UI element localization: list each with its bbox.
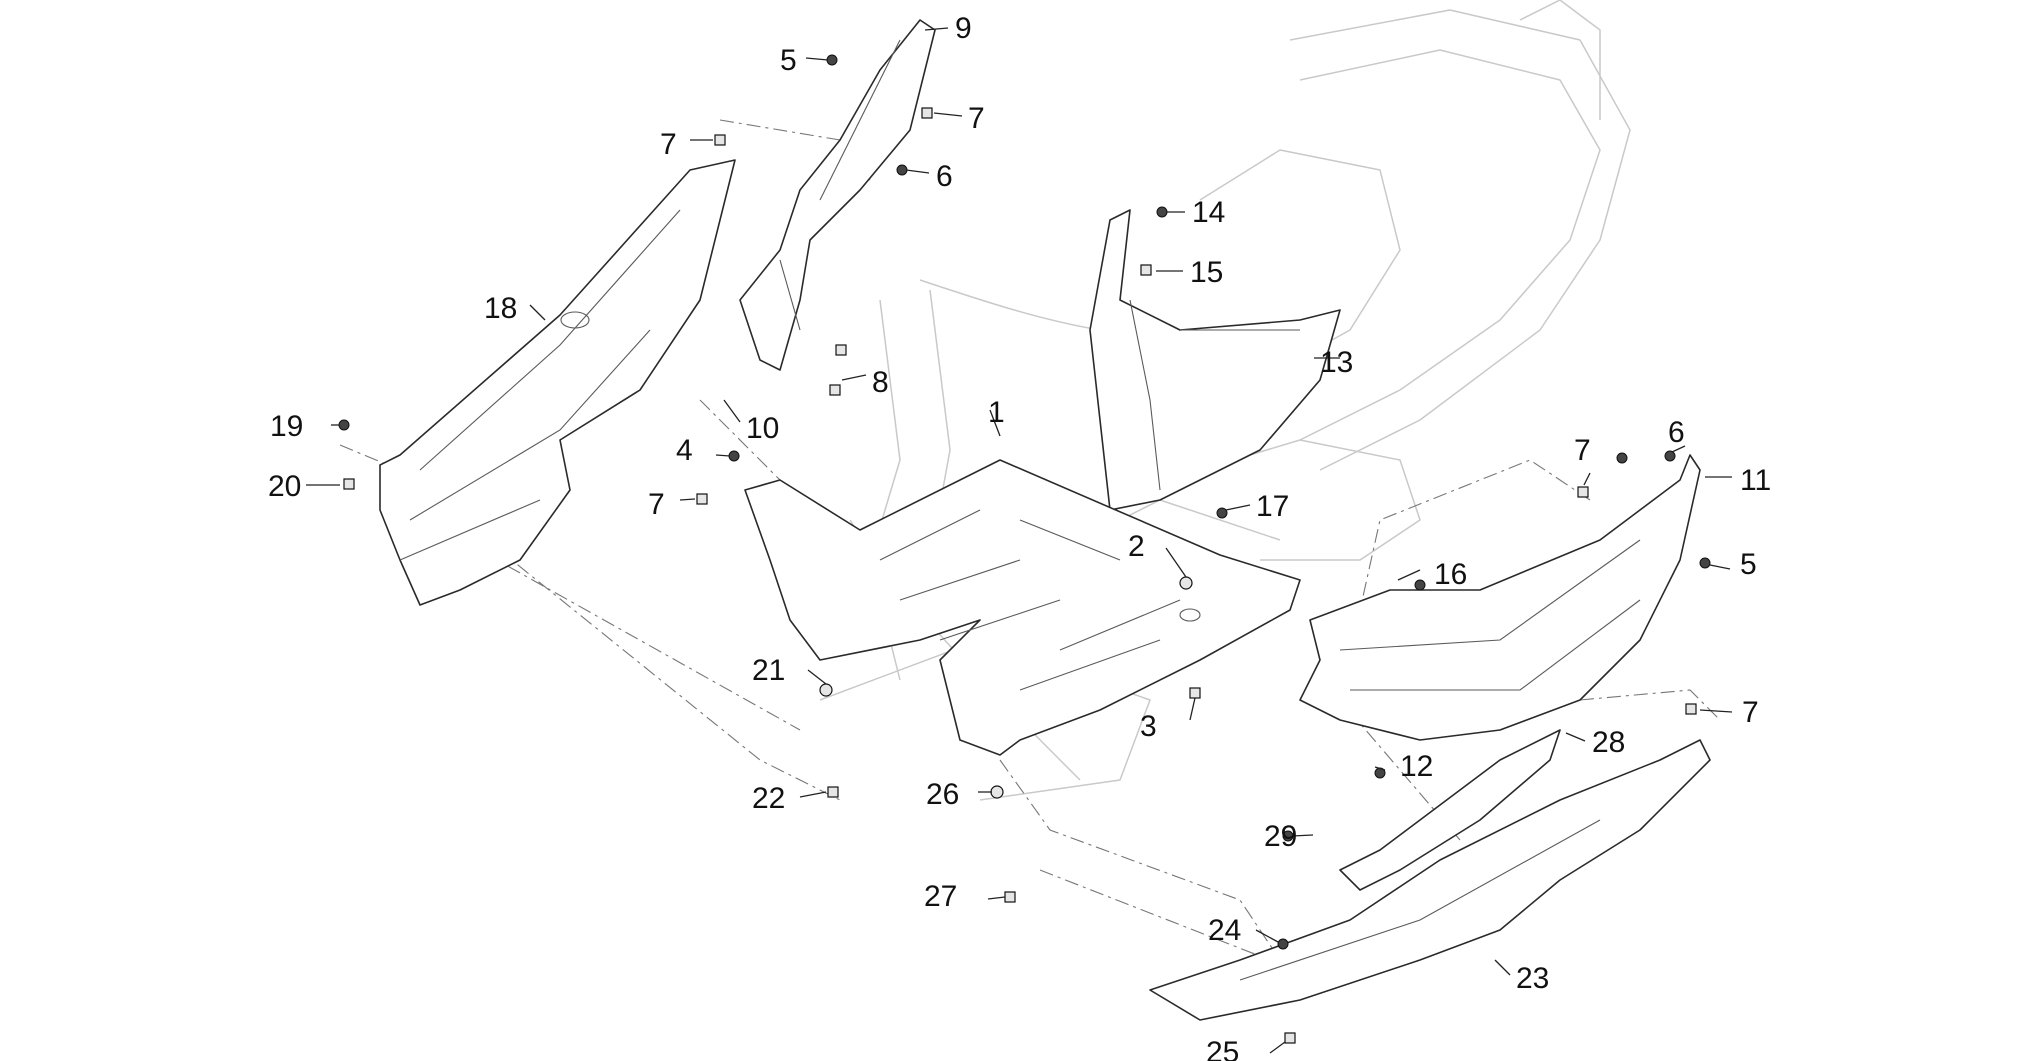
inner-panel-upper — [739, 19, 936, 371]
footboard — [744, 459, 1301, 756]
leader-lines — [306, 27, 1733, 1054]
label-6-upper: 6 — [936, 160, 953, 193]
label-7-right-upper: 7 — [1574, 434, 1591, 467]
label-1: 1 — [988, 396, 1005, 429]
label-8: 8 — [872, 366, 889, 399]
side-panel-left — [379, 159, 736, 606]
label-23: 23 — [1516, 962, 1549, 995]
label-13: 13 — [1320, 346, 1353, 379]
label-22: 22 — [752, 782, 785, 815]
label-4: 4 — [676, 434, 693, 467]
label-3: 3 — [1140, 710, 1157, 743]
label-28: 28 — [1592, 726, 1625, 759]
label-12: 12 — [1400, 750, 1433, 783]
label-17: 17 — [1256, 490, 1289, 523]
label-10: 10 — [746, 412, 779, 445]
side-panel-right — [1299, 454, 1701, 741]
label-24: 24 — [1208, 914, 1241, 947]
leg-shield — [1089, 209, 1341, 511]
label-5-right: 5 — [1740, 548, 1757, 581]
label-7-left: 7 — [648, 488, 665, 521]
label-7-upper-left: 7 — [660, 128, 677, 161]
label-27: 27 — [924, 880, 957, 913]
label-15: 15 — [1190, 256, 1223, 289]
label-9: 9 — [955, 12, 972, 45]
label-18: 18 — [484, 292, 517, 325]
label-29: 29 — [1264, 820, 1297, 853]
label-26: 26 — [926, 778, 959, 811]
label-6-right: 6 — [1668, 416, 1685, 449]
label-2: 2 — [1128, 530, 1145, 563]
label-19: 19 — [270, 410, 303, 443]
label-11: 11 — [1740, 464, 1771, 497]
label-14: 14 — [1192, 196, 1225, 229]
label-21: 21 — [752, 654, 785, 687]
label-7-right-lower: 7 — [1742, 696, 1759, 729]
hardware — [338, 54, 1711, 1044]
bracket-small — [1339, 729, 1561, 891]
callout-labels: 1 2 3 4 5 5 6 6 7 7 7 7 7 8 9 10 11 12 1… — [268, 12, 1771, 1061]
lower-sill — [1149, 739, 1711, 1021]
label-20: 20 — [268, 470, 301, 503]
label-5-upper: 5 — [780, 44, 797, 77]
label-25: 25 — [1206, 1036, 1239, 1061]
label-16: 16 — [1434, 558, 1467, 591]
label-7-upper-right: 7 — [968, 102, 985, 135]
